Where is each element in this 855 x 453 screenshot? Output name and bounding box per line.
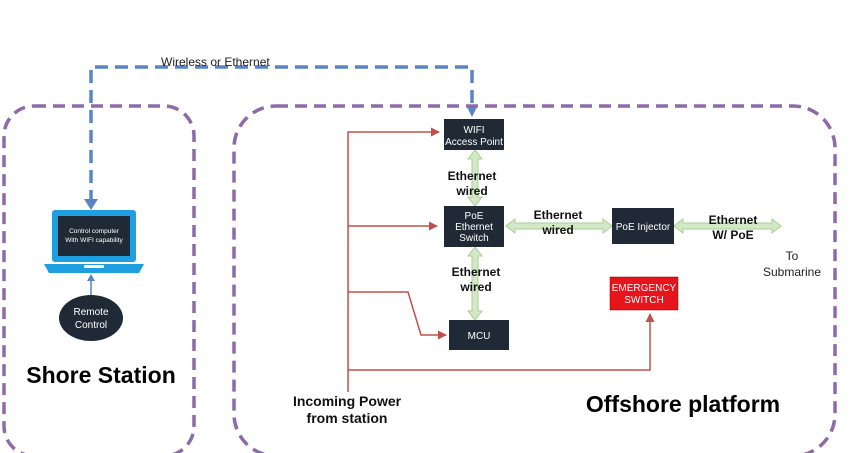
mcu-label: MCU: [468, 331, 491, 342]
emergency-label-2: SWITCH: [624, 295, 663, 306]
eth-label-2b: wired: [541, 223, 573, 237]
shore-station-title: Shore Station: [26, 362, 176, 388]
eth-arrow-injector-sub: [673, 217, 782, 235]
remote-label-1: Remote: [73, 307, 108, 318]
wireless-arrow-down-laptop: [84, 199, 98, 210]
laptop-icon: Control computer With WIFI capability: [44, 210, 144, 273]
eth-label-1a: Ethernet: [448, 169, 497, 183]
power-label-a: Incoming Power: [293, 393, 402, 409]
power-label-b: from station: [307, 410, 388, 426]
remote-control: Remote Control: [59, 295, 123, 341]
wireless-link: [89, 65, 477, 203]
shore-station-region: [2, 104, 196, 453]
emergency-switch: EMERGENCY SWITCH: [609, 276, 679, 311]
eth-poe-label-b: W/ PoE: [712, 228, 753, 242]
injector-label: PoE Injector: [616, 222, 671, 233]
poe-ethernet-switch: PoE Ethernet Switch: [444, 206, 504, 247]
switch-label-1: PoE: [465, 211, 484, 222]
switch-label-3: Switch: [459, 233, 488, 244]
emergency-label-1: EMERGENCY: [612, 283, 677, 294]
wifi-access-point: WIFI Access Point: [444, 119, 504, 150]
laptop-label-2: With WIFI capability: [65, 237, 123, 244]
to-sub-label-a: To: [786, 249, 799, 263]
offshore-platform-region: [232, 104, 837, 453]
eth-label-1b: wired: [455, 184, 487, 198]
power-lines: [347, 127, 655, 392]
offshore-platform-title: Offshore platform: [586, 391, 780, 417]
poe-injector: PoE Injector: [612, 208, 674, 244]
mcu-box: MCU: [449, 320, 509, 350]
switch-label-2: Ethernet: [455, 222, 493, 233]
eth-label-3b: wired: [459, 280, 491, 294]
remote-label-2: Control: [75, 320, 107, 331]
eth-poe-label-a: Ethernet: [709, 213, 758, 227]
laptop-label-1: Control computer: [69, 228, 120, 235]
to-sub-label-b: Submarine: [763, 265, 821, 279]
wireless-label: Wireless or Ethernet: [161, 55, 270, 69]
remote-arrow-head: [87, 274, 95, 281]
wifi-label-2: Access Point: [445, 137, 503, 148]
eth-label-2a: Ethernet: [534, 208, 583, 222]
wifi-label-1: WIFI: [463, 125, 484, 136]
eth-label-3a: Ethernet: [452, 265, 501, 279]
